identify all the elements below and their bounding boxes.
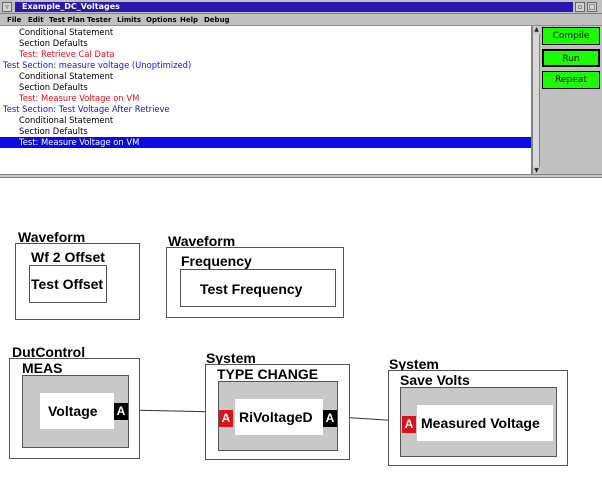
test-list-row[interactable]: Conditional Statement <box>0 27 531 38</box>
test-list-row[interactable]: Test: Retrieve Cal Data <box>0 49 531 60</box>
test-list-row-text: Test Section: Test Voltage After Retriev… <box>3 104 170 114</box>
title-bar-fill <box>15 2 573 12</box>
test-list-row-text: Conditional Statement <box>19 27 114 37</box>
minimize-button[interactable]: ▫ <box>575 2 585 12</box>
menu-test-plan[interactable]: Test Plan <box>49 16 85 24</box>
system2-module[interactable]: A Measured Voltage <box>400 387 557 457</box>
window-menu-icon[interactable]: ▿ <box>2 2 12 12</box>
test-offset-label: Test Offset <box>31 276 104 292</box>
rivoltaged-input-port[interactable]: A <box>219 410 233 427</box>
waveform2-type-label: Waveform <box>168 233 236 249</box>
voltage-output-port[interactable]: A <box>114 403 128 420</box>
test-list-row-text: Conditional Statement <box>19 115 114 125</box>
test-list-row[interactable]: Section Defaults <box>0 38 531 49</box>
repeat-button[interactable]: Repeat <box>542 71 600 89</box>
system2-type-label: System <box>389 356 439 372</box>
system1-type-label: System <box>206 350 256 366</box>
window-title: Example_DC_Voltages <box>22 2 120 11</box>
system2-group-label: Save Volts <box>400 372 470 388</box>
menu-options[interactable]: Options <box>146 16 177 24</box>
rivoltaged-block[interactable]: RiVoltageD <box>235 399 323 435</box>
waveform1-group-label: Wf 2 Offset <box>31 249 105 265</box>
dutcontrol-group-label: MEAS <box>22 360 63 376</box>
voltage-block[interactable]: Voltage <box>40 393 114 429</box>
menu-bar: File Edit Test Plan Tester Limits Option… <box>0 14 602 26</box>
measured-voltage-label: Measured Voltage <box>421 415 540 431</box>
test-list-row-text: Test: Measure Voltage on VM <box>19 137 140 147</box>
maximize-icon: □ <box>588 3 596 11</box>
test-list-row[interactable]: Section Defaults <box>0 126 531 137</box>
menu-edit[interactable]: Edit <box>28 16 44 24</box>
test-list-row-text: Test Section: measure voltage (Unoptimiz… <box>3 60 192 70</box>
test-list-row[interactable]: Test Section: Test Voltage After Retriev… <box>0 104 531 115</box>
compile-button[interactable]: Compile <box>542 27 600 45</box>
menu-limits[interactable]: Limits <box>117 16 142 24</box>
action-panel: Compile Run Repeat <box>540 26 602 176</box>
vertical-scrollbar[interactable]: ▲ ▼ <box>532 26 540 176</box>
test-frequency-block[interactable]: Test Frequency <box>180 269 336 307</box>
rivoltaged-label: RiVoltageD <box>239 409 313 425</box>
waveform1-type-label: Waveform <box>18 229 86 245</box>
system1-module[interactable]: A RiVoltageD A <box>218 381 338 451</box>
measured-voltage-input-port[interactable]: A <box>402 416 416 433</box>
menu-tester[interactable]: Tester <box>87 16 112 24</box>
minimize-icon: ▫ <box>577 3 583 11</box>
menu-help[interactable]: Help <box>180 16 199 24</box>
wire-voltage-to-rivoltaged <box>127 409 220 413</box>
test-list-row[interactable]: Test Section: measure voltage (Unoptimiz… <box>0 60 531 71</box>
test-list-row-text: Section Defaults <box>19 126 88 136</box>
measured-voltage-block[interactable]: Measured Voltage <box>417 405 553 441</box>
rivoltaged-output-port[interactable]: A <box>323 410 337 427</box>
test-list-row-text: Section Defaults <box>19 82 88 92</box>
test-list-row-text: Section Defaults <box>19 38 88 48</box>
maximize-button[interactable]: □ <box>587 2 597 12</box>
horizontal-scrollbar[interactable] <box>0 174 602 178</box>
test-list-row[interactable]: Conditional Statement <box>0 71 531 82</box>
test-offset-block[interactable]: Test Offset <box>29 265 107 303</box>
test-list-row[interactable]: Conditional Statement <box>0 115 531 126</box>
run-button[interactable]: Run <box>542 49 600 67</box>
test-list-row-text: Test: Retrieve Cal Data <box>19 49 115 59</box>
menu-file[interactable]: File <box>7 16 22 24</box>
diagram-canvas[interactable]: Waveform Wf 2 Offset Test Offset Wavefor… <box>0 178 602 478</box>
menu-debug[interactable]: Debug <box>204 16 230 24</box>
test-list-row-text: Test: Measure Voltage on VM <box>19 93 140 103</box>
test-list-row[interactable]: Test: Measure Voltage on VM <box>0 93 531 104</box>
waveform2-group-label: Frequency <box>181 253 252 269</box>
title-bar: ▿ Example_DC_Voltages ▫ □ <box>0 0 602 14</box>
dutcontrol-type-label: DutControl <box>12 344 86 360</box>
test-frequency-label: Test Frequency <box>200 281 303 297</box>
system1-group-label: TYPE CHANGE <box>217 366 319 382</box>
test-list-row-text: Conditional Statement <box>19 71 114 81</box>
test-list-row[interactable]: Test: Measure Voltage on VM <box>0 137 531 148</box>
test-list-row[interactable]: Section Defaults <box>0 82 531 93</box>
scroll-down-icon[interactable]: ▼ <box>533 167 540 175</box>
dutcontrol-module[interactable]: Voltage A <box>22 375 129 448</box>
voltage-label: Voltage <box>48 403 98 419</box>
scroll-up-icon[interactable]: ▲ <box>533 26 540 34</box>
